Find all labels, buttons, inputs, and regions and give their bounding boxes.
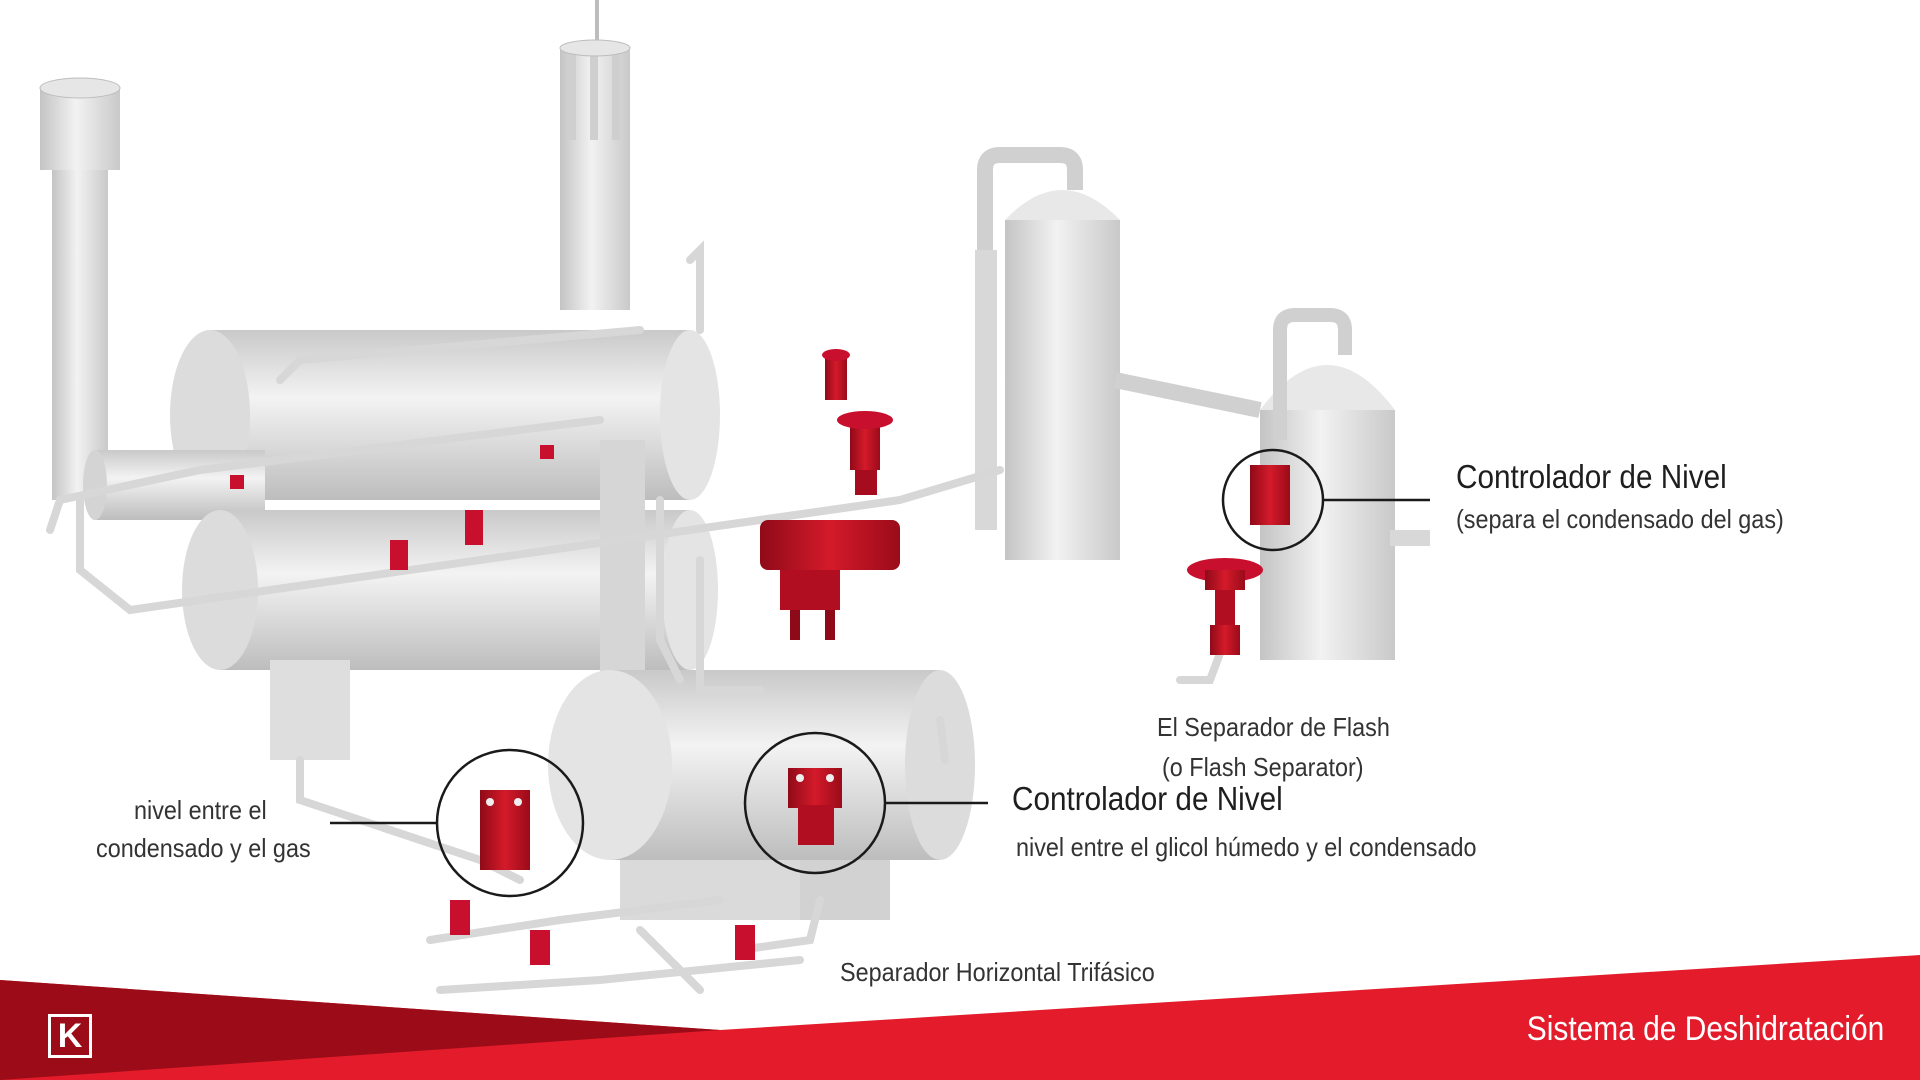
flash-tower [975, 147, 1120, 560]
exhaust-stack [39, 77, 121, 500]
left-note-line2: condensado y el gas [96, 833, 311, 863]
reboiler-lower [182, 440, 718, 760]
glycol-pump [760, 520, 900, 640]
still-column [559, 0, 631, 310]
left-note-line1: nivel entre el [134, 795, 267, 825]
level-controller-right [788, 768, 842, 845]
flash-separator-label-line1: El Separador de Flash [1157, 712, 1390, 742]
k-logo: K [48, 1014, 92, 1058]
level-controller-separator-title: Controlador de Nivel [1012, 780, 1283, 817]
control-valve-right [1187, 558, 1263, 655]
level-controller-separator-description: nivel entre el glicol húmedo y el conden… [1016, 832, 1477, 862]
callouts [330, 448, 1430, 898]
flash-separator-label-line2: (o Flash Separator) [1162, 752, 1364, 782]
small-valves [230, 445, 755, 965]
pressure-regulator-top [822, 349, 893, 495]
red-equipment [230, 349, 1290, 965]
footer-title: Sistema de Deshidratación [1526, 1010, 1884, 1048]
horizontal-separator-label: Separador Horizontal Trifásico [840, 957, 1155, 987]
horizontal-three-phase-separator [548, 670, 975, 920]
level-controller-flash-title: Controlador de Nivel [1456, 458, 1727, 495]
footer-banner [0, 955, 1920, 1080]
level-controller-flash-description: (separa el condensado del gas) [1456, 504, 1784, 534]
level-controller-flash [1250, 465, 1290, 525]
level-controller-left [480, 790, 530, 870]
